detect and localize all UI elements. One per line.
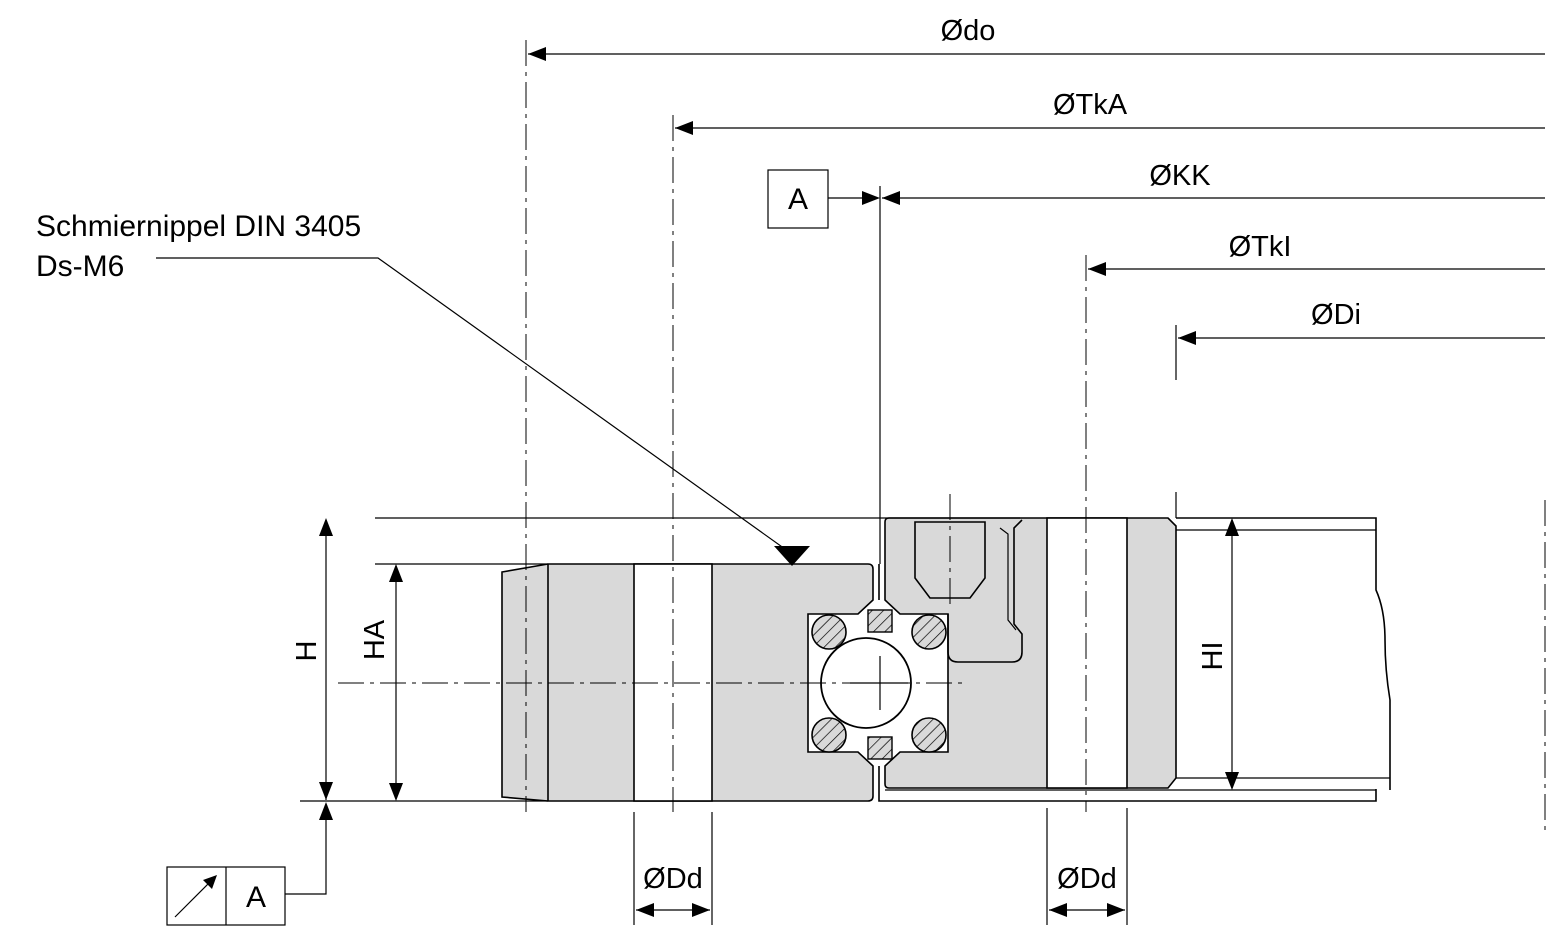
dimension-dd-outer: ØDd [636, 863, 710, 917]
lubrication-note-line1: Schmiernippel DIN 3405 [36, 210, 361, 243]
ball-raceway [811, 609, 947, 760]
label-hi: HI [1197, 642, 1229, 671]
label-h: H [291, 641, 323, 662]
label-do: Ødo [941, 15, 996, 47]
label-ha: HA [359, 619, 391, 660]
label-dd-outer: ØDd [643, 863, 703, 895]
dimension-ha: HA [359, 564, 403, 801]
tolerance-datum-label: A [246, 881, 266, 914]
dimension-do: Ødo [528, 15, 1545, 61]
lubrication-note-line2: Ds-M6 [36, 250, 124, 283]
dimension-tki: ØTkI [1088, 231, 1545, 276]
label-tki: ØTkI [1229, 231, 1292, 263]
inner-ring [878, 517, 1391, 802]
label-di: ØDi [1311, 299, 1361, 331]
inner-mounting-hole [1046, 517, 1128, 789]
dimension-hi: HI [1197, 518, 1239, 790]
tolerance-frame: A [166, 820, 327, 926]
lubrication-note: Schmiernippel DIN 3405 Ds-M6 [36, 210, 810, 566]
dimension-h: H [291, 518, 333, 820]
dimension-tka: ØTkA [675, 89, 1545, 135]
label-kk: ØKK [1149, 160, 1211, 192]
dimension-kk: ØKK [828, 160, 1545, 205]
label-tka: ØTkA [1053, 89, 1128, 121]
leader-arrow-icon [774, 546, 810, 566]
center-lines [338, 40, 1546, 830]
datum-a-label: A [788, 183, 808, 216]
label-dd-inner: ØDd [1057, 863, 1117, 895]
datum-a-box: A [767, 169, 829, 229]
extension-lines [300, 186, 1177, 925]
dimension-di: ØDi [1178, 299, 1545, 345]
dimension-dd-inner: ØDd [1049, 863, 1125, 917]
runout-arrow-icon [174, 875, 217, 918]
